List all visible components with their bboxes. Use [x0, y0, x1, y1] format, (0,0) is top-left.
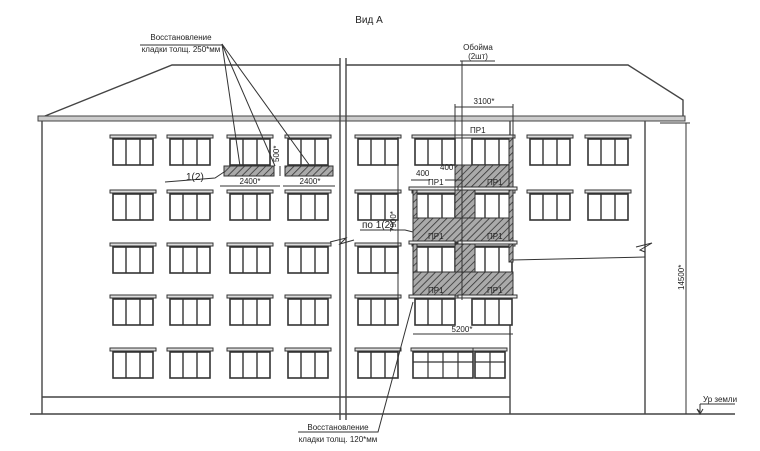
ground-level-label: Ур земли: [703, 395, 737, 404]
window: [411, 134, 459, 166]
view-title: Вид А: [355, 15, 383, 26]
dim-3100: 3100*: [474, 97, 495, 106]
lintel-label: ПР1: [487, 232, 503, 241]
note-restore-bottom-2: кладки толщ. 120*мм: [299, 435, 378, 444]
lintel-label: ПР1: [487, 286, 503, 295]
note-restore-bottom-1: Восстановление: [307, 423, 369, 432]
window: [226, 294, 274, 326]
window: [284, 294, 332, 326]
window: [354, 294, 402, 326]
window: [284, 347, 332, 379]
dimension-lines: [140, 43, 735, 433]
window: [166, 242, 214, 274]
note-clamp-2: (2шт): [468, 52, 488, 61]
window: [166, 347, 214, 379]
dim-14500: 14500*: [677, 265, 686, 290]
dim-7900: 7900*: [389, 211, 398, 232]
window: [109, 134, 157, 166]
window: [468, 134, 516, 166]
window: [284, 242, 332, 274]
dim-500: 500*: [272, 146, 281, 162]
window: [584, 134, 632, 166]
window: [109, 347, 157, 379]
dim-400-b: 400: [440, 163, 454, 172]
mark-po-1: по 1(2): [362, 220, 394, 231]
lintel-pr1: ПР1: [457, 232, 518, 245]
window: [411, 294, 459, 326]
dim-5200: 5200*: [452, 325, 473, 334]
window: [226, 134, 274, 166]
window: [354, 134, 402, 166]
window: [584, 189, 632, 221]
window: [109, 189, 157, 221]
note-restore-top-2: кладки толщ. 250*мм: [142, 45, 221, 54]
window: [354, 347, 402, 379]
lintel-label: ПР1: [428, 232, 444, 241]
lintel-label: ПР1: [428, 286, 444, 295]
lintel-pr1: ПР1: [408, 232, 456, 245]
dim-2400-a: 2400*: [240, 177, 261, 186]
window: [411, 242, 459, 274]
window: [109, 242, 157, 274]
roof: [37, 64, 686, 122]
lintel-pr1: ПР1: [457, 178, 518, 191]
dim-400-a: 400: [416, 169, 430, 178]
note-clamp-1: Обойма: [463, 43, 493, 52]
note-restore-top-1: Восстановление: [150, 33, 212, 42]
windows: [109, 134, 632, 379]
window: [526, 134, 574, 166]
window: [226, 189, 274, 221]
lintel-label: ПР1: [428, 178, 444, 187]
window: [526, 189, 574, 221]
lintel-pr1: ПР1: [408, 286, 456, 299]
dim-2400-b: 2400*: [300, 177, 321, 186]
lintel-pr1: ПР1: [457, 286, 518, 299]
window: [410, 347, 476, 379]
window: [468, 242, 516, 274]
window: [411, 189, 459, 221]
window: [109, 294, 157, 326]
window: [166, 134, 214, 166]
window: [166, 294, 214, 326]
window: [472, 347, 508, 379]
lintel-pr1: ПР1: [408, 178, 456, 191]
lintel-label: ПР1: [470, 126, 486, 135]
lintel-label: ПР1: [487, 178, 503, 187]
window: [284, 189, 332, 221]
window: [226, 347, 274, 379]
window: [468, 294, 516, 326]
window: [166, 189, 214, 221]
window: [468, 189, 516, 221]
window: [354, 242, 402, 274]
window: [226, 242, 274, 274]
lintel-pr1: ПР1: [454, 126, 514, 139]
mark-1: 1(2): [186, 172, 204, 183]
window: [284, 134, 332, 166]
